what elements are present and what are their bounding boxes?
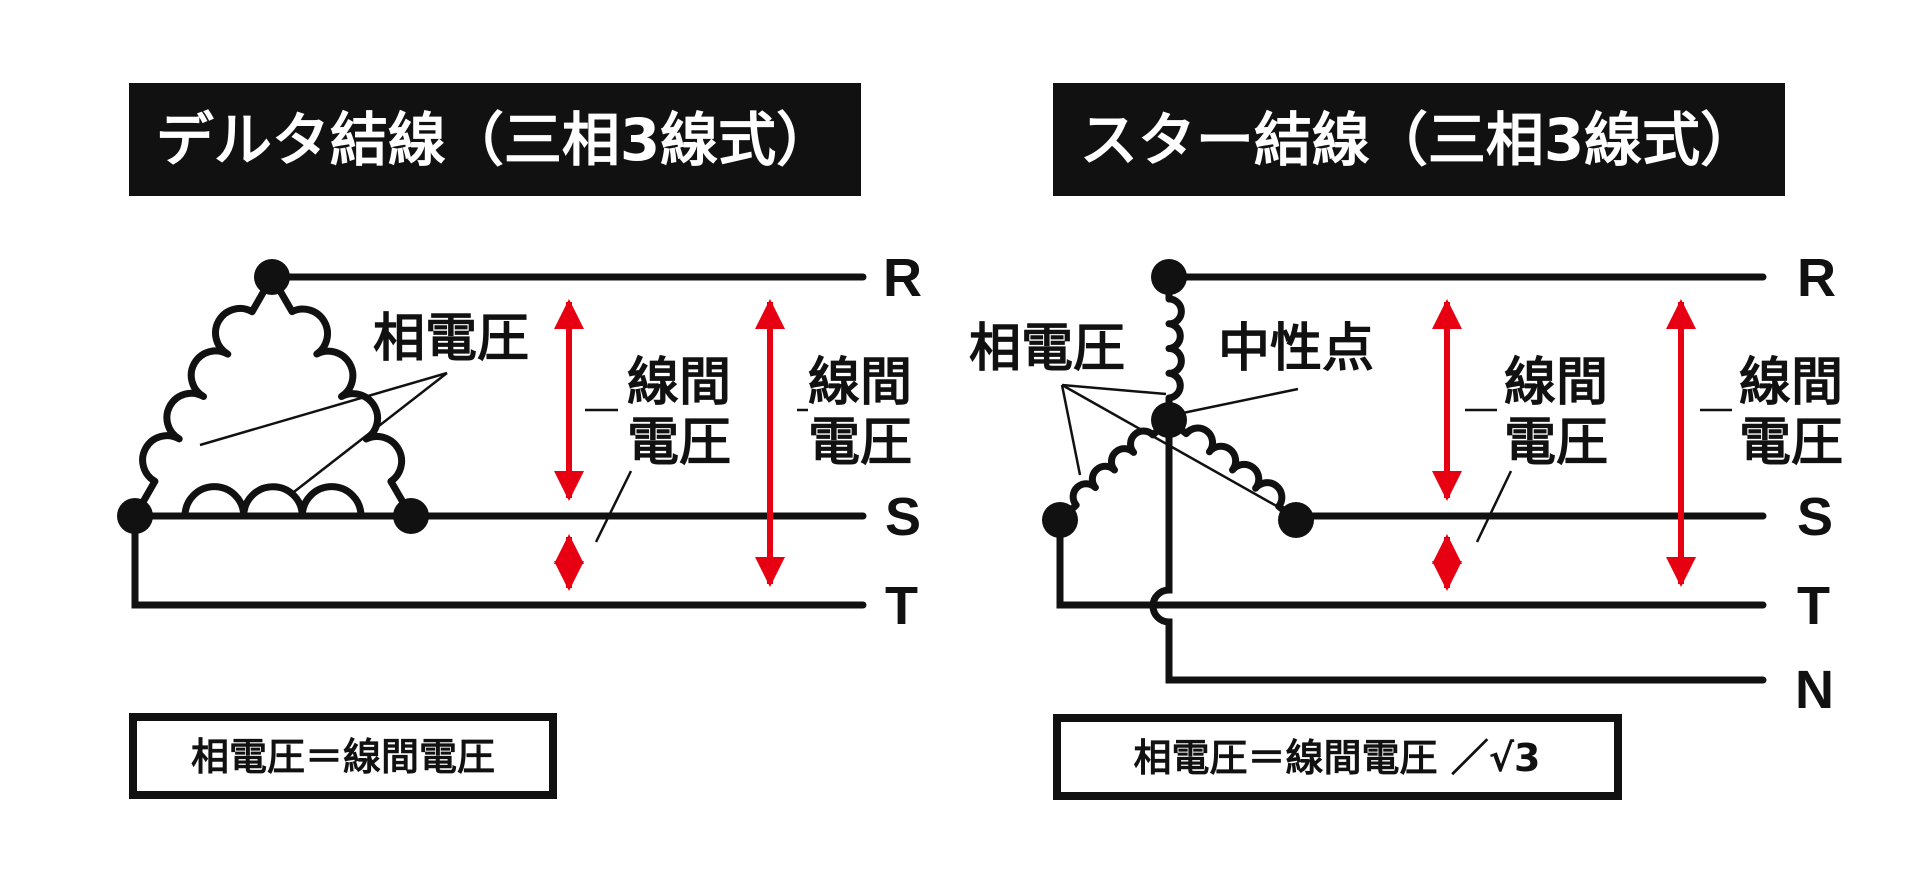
delta-coil-left <box>131 275 276 518</box>
star-node-right <box>1278 502 1314 538</box>
star-formula-box <box>1053 714 1622 800</box>
delta-formula-box <box>129 713 557 799</box>
star-line-voltage-label-2a: 線間 <box>1739 353 1843 413</box>
star-node-left <box>1042 502 1078 538</box>
star-formula: 相電圧＝線間電圧 ／√3 <box>1133 736 1540 780</box>
star-coil-right <box>1166 417 1299 523</box>
delta-coil-bottom <box>135 483 411 520</box>
delta-arrows <box>554 299 785 591</box>
delta-node-right <box>393 498 429 534</box>
star-title: スター結線（三相3線式） <box>1080 106 1758 174</box>
delta-label-r: R <box>883 248 922 308</box>
delta-line-voltage-label-1b: 電圧 <box>627 413 731 473</box>
delta-label-s: S <box>885 487 921 547</box>
star-label-n: N <box>1795 660 1834 720</box>
star-label-t: T <box>1797 576 1830 636</box>
star-node-top <box>1151 259 1187 295</box>
star-leader <box>1475 470 1513 543</box>
star-neutral-point-label: 中性点 <box>1218 319 1374 379</box>
delta-formula: 相電圧＝線間電圧 <box>191 735 495 779</box>
delta-node-top <box>254 259 290 295</box>
star-neutral-node <box>1151 402 1187 438</box>
delta-leader <box>594 470 633 543</box>
delta-label-t: T <box>885 576 918 636</box>
delta-section: デルタ結線（三相3線式） 相電圧 線間 電圧 線間 電圧 R <box>117 83 922 799</box>
star-line-voltage-label-1b: 電圧 <box>1504 413 1608 473</box>
delta-title-box <box>129 83 861 196</box>
star-section: スター結線（三相3線式） 相電圧 中性点 線 <box>969 83 1843 800</box>
delta-node-left <box>117 498 153 534</box>
delta-coil-right <box>268 275 415 518</box>
line-t <box>131 512 867 609</box>
line-t <box>1056 516 1767 609</box>
star-label-r: R <box>1797 248 1836 308</box>
delta-phase-leaders <box>199 371 448 496</box>
delta-line-voltage-label-1a: 線間 <box>627 353 731 413</box>
star-line-voltage-label-2b: 電圧 <box>1739 413 1843 473</box>
line-n <box>1149 416 1767 684</box>
star-line-voltage-label-1a: 線間 <box>1504 353 1608 413</box>
star-coil-top <box>1165 277 1185 420</box>
star-phase-voltage-label: 相電圧 <box>969 319 1125 379</box>
star-label-s: S <box>1797 487 1833 547</box>
delta-line-voltage-label-2a: 線間 <box>808 353 912 413</box>
star-coil-left <box>1057 417 1172 523</box>
star-arrows <box>1432 299 1696 591</box>
star-leaders <box>1060 383 1299 510</box>
delta-line-voltage-label-2b: 電圧 <box>808 413 912 473</box>
star-title-box <box>1053 83 1785 196</box>
delta-phase-voltage-label: 相電圧 <box>373 309 529 369</box>
delta-title: デルタ結線（三相3線式） <box>156 106 834 174</box>
